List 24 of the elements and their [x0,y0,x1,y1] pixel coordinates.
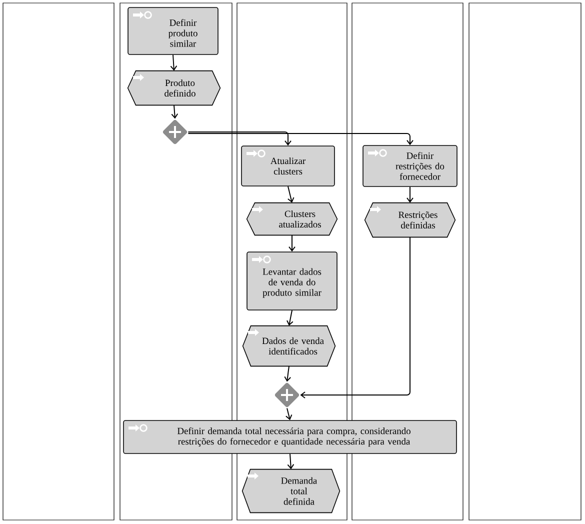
arrow [188,132,292,146]
event-hexagon: Produto definido [127,70,221,106]
event-hexagon: Restrições definidas [364,202,456,238]
process-box: Definir produto similar [128,7,218,55]
arrow [286,310,294,326]
process-box: Definir restrições do fornecedor [362,145,458,187]
arrow [287,453,294,470]
event-hexagon: Dados de venda identificados [242,325,336,367]
arrow [170,54,178,71]
arrow [188,133,414,146]
gateway-diamond [162,120,188,144]
arrow [406,186,414,203]
arrow [287,186,294,203]
event-hexagon: Demanda total definida [242,468,340,514]
gateway-diamond [274,382,300,408]
process-box: Atualizar clusters [241,146,335,186]
event-hexagon: Clusters atualizados [246,202,338,236]
arrow [300,236,410,398]
process-box: Levantar dados de venda do produto similar [246,252,338,310]
arrow [284,366,292,382]
arrow [171,104,178,119]
arrow [285,408,292,420]
arrow [288,234,296,252]
process-box: Definir demanda total necessária para compra, considerando restrições do fornecedor e quantidade necessária para venda [123,420,457,454]
